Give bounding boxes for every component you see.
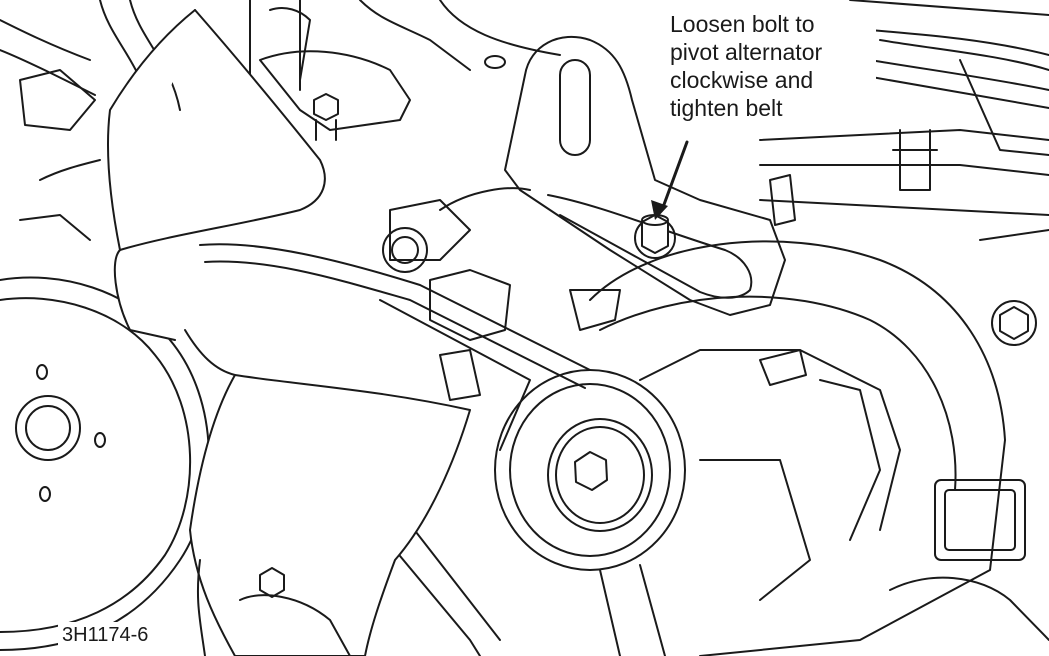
pivot-bolt	[641, 214, 669, 254]
callout-arrow	[651, 140, 689, 220]
alternator	[569, 240, 1026, 656]
drive-belt	[199, 243, 666, 656]
callout-line-2: pivot alternator	[670, 39, 823, 65]
callout-line-1: Loosen bolt to	[670, 11, 815, 37]
water-pump-pulley	[0, 276, 210, 651]
misc-bolts	[239, 93, 1049, 656]
callout-line-3: clockwise and	[670, 67, 814, 93]
upper-hoses	[0, 0, 561, 241]
callout-text: Loosen bolt to pivot alternator clockwis…	[664, 8, 876, 126]
valve-cover	[759, 0, 1049, 241]
alternator-pulley	[494, 369, 686, 571]
figure-id: 3H1174-6	[58, 622, 153, 649]
callout-line-4: tighten belt	[670, 95, 783, 121]
